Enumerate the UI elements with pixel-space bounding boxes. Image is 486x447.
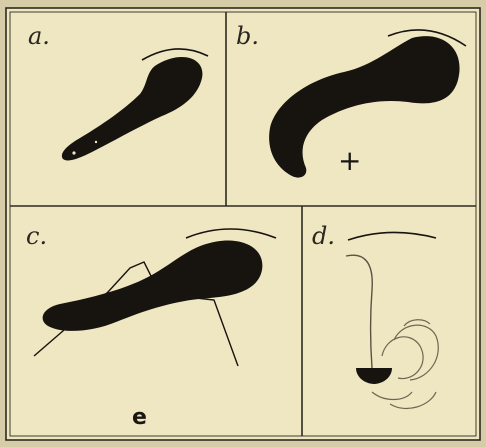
panel-b-mark: + bbox=[338, 144, 361, 177]
panel-b-label: b. bbox=[236, 22, 259, 50]
panel-c-mark: e bbox=[132, 405, 147, 430]
panel-a-highlight bbox=[72, 151, 75, 154]
panel-d-label: d. bbox=[312, 222, 335, 250]
panel-a-label: a. bbox=[28, 22, 50, 50]
panel-a-highlight-2 bbox=[95, 141, 97, 143]
panel-c-label: c. bbox=[26, 222, 47, 250]
